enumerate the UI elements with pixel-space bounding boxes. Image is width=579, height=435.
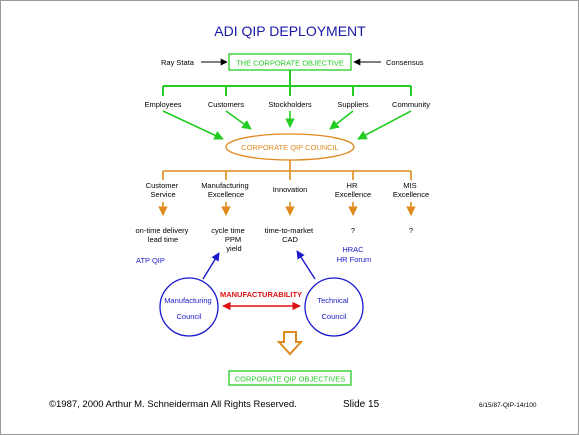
metric-innovation: time-to-market CAD — [265, 226, 315, 244]
stakeholder-suppliers: Suppliers — [337, 100, 369, 109]
metric-customer-service: on-time delivery lead time — [135, 226, 190, 244]
input-consensus: Consensus — [386, 58, 424, 67]
stakeholder-tree — [162, 70, 412, 96]
technical-council — [304, 277, 364, 337]
area-hr-excellence: HR Excellence — [335, 181, 371, 199]
corporate-qip-objectives-label: CORPORATE QIP OBJECTIVES — [235, 375, 346, 384]
stakeholder-employees: Employees — [144, 100, 181, 109]
copyright-text: ©1987, 2000 Arthur M. Schneiderman All R… — [49, 399, 297, 410]
area-customer-service: Customer Service — [146, 181, 181, 199]
stakeholder-stockholders: Stockholders — [268, 100, 312, 109]
metric-arrows — [158, 202, 416, 216]
stakeholder-arrows — [162, 110, 412, 140]
stakeholder-community: Community — [392, 100, 430, 109]
document-id: 6/15/87-QIP-14r100 — [479, 402, 537, 409]
slide-number: Slide 15 — [343, 399, 380, 410]
hrac-label: HRAC HR Forum — [337, 245, 372, 264]
corporate-qip-council-label: CORPORATE QIP COUNCIL — [241, 143, 339, 152]
area-tree — [162, 160, 412, 180]
atp-qip-label: ATP QIP — [136, 256, 165, 265]
manufacturing-council-arrow — [202, 252, 220, 280]
stakeholder-customers: Customers — [208, 100, 245, 109]
manufacturability-label: MANUFACTURABILITY — [220, 290, 302, 299]
metric-mis: ? — [409, 226, 413, 235]
down-arrow-icon — [276, 331, 304, 356]
slide-title: ADI QIP DEPLOYMENT — [214, 23, 366, 39]
area-innovation: Innovation — [273, 185, 308, 194]
metric-hr: ? — [351, 226, 355, 235]
corporate-qip-objectives-box — [228, 370, 352, 386]
area-manufacturing-excellence: Manufacturing Excellence — [201, 181, 251, 199]
manufacturing-council — [159, 277, 219, 337]
input-ray-stata: Ray Stata — [161, 58, 195, 67]
area-mis-excellence: MIS Excellence — [393, 181, 429, 199]
technical-council-label: Technical Council — [317, 296, 350, 321]
metric-manufacturing: cycle time PPM yield — [211, 226, 246, 253]
corporate-objective-label: THE CORPORATE OBJECTIVE — [236, 59, 344, 68]
technical-council-arrow — [296, 250, 316, 280]
manufacturing-council-label: Manufacturing Council — [164, 296, 214, 321]
